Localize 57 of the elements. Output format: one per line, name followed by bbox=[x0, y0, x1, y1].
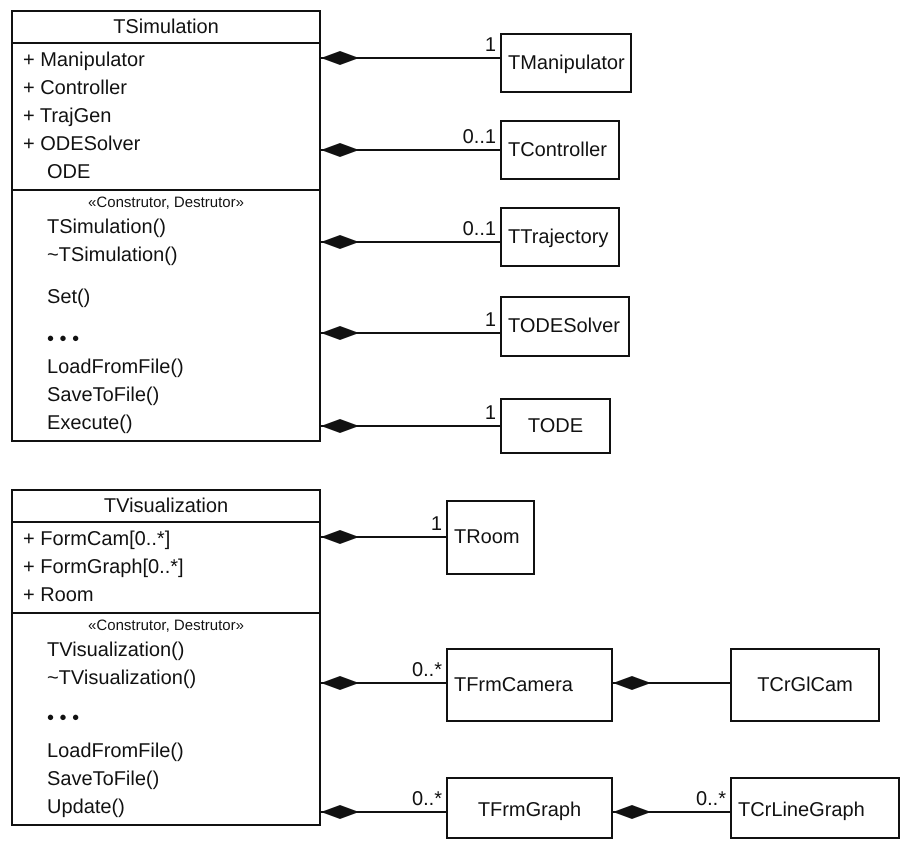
ellipsis: • • • bbox=[46, 327, 80, 352]
class-name: TController bbox=[508, 138, 607, 162]
class-name: TManipulator bbox=[508, 52, 625, 74]
class-name: TCrLineGraph bbox=[738, 799, 865, 822]
composition-line bbox=[613, 676, 730, 690]
operation: ~TSimulation() bbox=[46, 243, 178, 268]
composition-line bbox=[321, 805, 446, 819]
class-box bbox=[500, 398, 611, 454]
operation: LoadFromFile() bbox=[46, 739, 184, 764]
class-name: TCrGlCam bbox=[757, 674, 853, 696]
attribute: ODE bbox=[46, 160, 90, 185]
class-box bbox=[730, 648, 880, 722]
composition-line bbox=[321, 530, 446, 544]
ellipsis: • • • bbox=[46, 706, 80, 731]
class-box bbox=[11, 10, 321, 442]
class-name: TFrmCamera bbox=[454, 674, 573, 696]
class-box bbox=[500, 296, 630, 357]
class-box bbox=[446, 777, 613, 839]
attribute: + FormCam[0..*] bbox=[22, 527, 170, 552]
attribute: + Controller bbox=[22, 76, 127, 101]
operation: ~TVisualization() bbox=[46, 666, 196, 691]
attribute: + TrajGen bbox=[22, 104, 112, 129]
class-box bbox=[500, 120, 620, 180]
class-box bbox=[11, 489, 321, 826]
operation: Update() bbox=[46, 795, 125, 820]
operation: SaveToFile() bbox=[46, 767, 160, 792]
composition-line bbox=[321, 676, 446, 690]
operation: Execute() bbox=[46, 411, 133, 436]
class-name: TODE bbox=[528, 414, 584, 438]
class-name: TRoom bbox=[454, 526, 520, 549]
attribute: + FormGraph[0..*] bbox=[22, 555, 184, 580]
operation: TVisualization() bbox=[46, 638, 184, 663]
class-name: TVisualization bbox=[104, 494, 228, 519]
composition-line bbox=[613, 805, 730, 819]
class-box bbox=[500, 33, 632, 93]
operation: TSimulation() bbox=[46, 215, 166, 240]
operation: SaveToFile() bbox=[46, 383, 160, 408]
composition-line bbox=[321, 419, 500, 433]
class-box bbox=[500, 207, 620, 267]
class-box bbox=[446, 648, 613, 722]
class-name: TSimulation bbox=[113, 15, 219, 40]
stereotype: «Construtor, Destrutor» bbox=[88, 193, 244, 213]
composition-line bbox=[321, 143, 500, 157]
attribute: + Room bbox=[22, 583, 94, 608]
class-name: TTrajectory bbox=[508, 226, 608, 248]
attribute: + ODESolver bbox=[22, 132, 140, 157]
operation: Set() bbox=[46, 285, 90, 310]
class-name: TODESolver bbox=[508, 315, 620, 338]
class-box bbox=[446, 500, 535, 575]
attribute: + Manipulator bbox=[22, 48, 145, 73]
composition-line bbox=[321, 235, 500, 249]
stereotype: «Construtor, Destrutor» bbox=[88, 616, 244, 636]
composition-line bbox=[321, 51, 500, 65]
class-box bbox=[730, 777, 900, 839]
composition-line bbox=[321, 326, 500, 340]
class-name: TFrmGraph bbox=[478, 799, 582, 822]
operation: LoadFromFile() bbox=[46, 355, 184, 380]
